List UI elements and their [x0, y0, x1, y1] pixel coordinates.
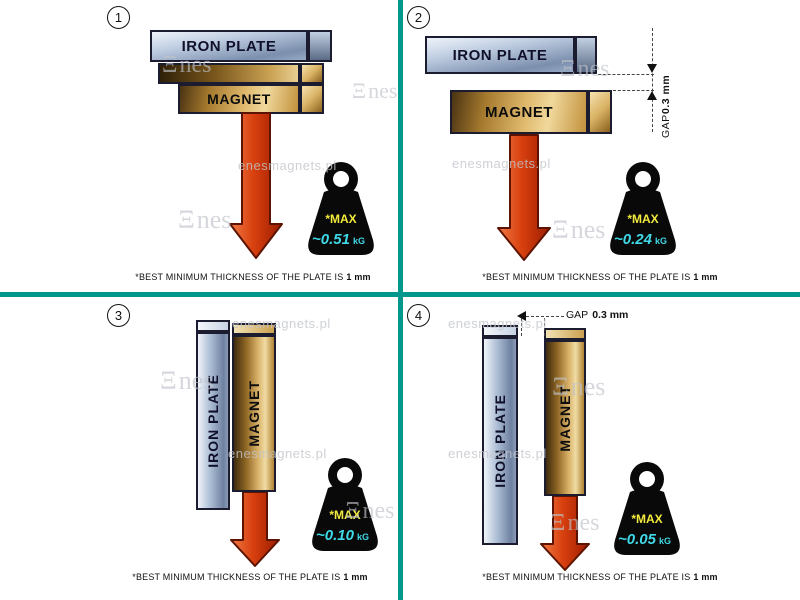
magnet-2: MAGNET: [450, 90, 588, 134]
magnet-4: MAGNET: [544, 340, 586, 496]
unit-label-1: kG: [353, 236, 365, 246]
iron-plate-1-label: IRON PLATE: [181, 37, 277, 55]
unit-label-2: kG: [655, 236, 667, 246]
magnet-4-topcap: [544, 328, 586, 340]
panel-3-number: 3: [107, 304, 130, 327]
site-watermark-5: enesmagnets.pl: [448, 316, 547, 331]
site-watermark-3: enesmagnets.pl: [232, 316, 331, 331]
iron-plate-2: IRON PLATE: [425, 36, 575, 74]
pull-force-arrow-1: [229, 112, 283, 259]
gap-4-extension-right: [544, 318, 545, 336]
iron-plate-1-endcap: [308, 30, 332, 62]
footnote-2-bold: 1 mm: [693, 272, 718, 282]
max-value-3: ~0.10: [316, 527, 355, 544]
panel-2-number: 2: [407, 6, 430, 29]
iron-plate-1: IRON PLATE: [150, 30, 308, 62]
enes-logo-watermark-4: Ξnes: [560, 56, 610, 82]
footnote-1-text: *BEST MINIMUM THICKNESS OF THE PLATE IS: [135, 272, 344, 282]
magnet-3: MAGNET: [232, 335, 276, 492]
magnet-2-endcap: [588, 90, 612, 134]
magnet-3-label: MAGNET: [246, 380, 262, 447]
gap-2-word: GAP: [660, 114, 672, 138]
footnote-2-text: *BEST MINIMUM THICKNESS OF THE PLATE IS: [482, 272, 691, 282]
iron-plate-3: IRON PLATE: [196, 332, 230, 510]
horizontal-divider: [0, 292, 800, 297]
gap-2-arrow-down: [647, 64, 657, 73]
panel-1-number: 1: [107, 6, 130, 29]
iron-plate-4-label: IRON PLATE: [492, 394, 508, 488]
enes-logo-watermark-8: Ξnes: [552, 372, 606, 401]
gap-4-arrow-left: [517, 311, 526, 321]
magnet-1-topcap: [300, 63, 324, 84]
enes-logo-watermark-9: Ξnes: [550, 510, 600, 536]
max-label-2: *MAX: [627, 212, 658, 226]
site-watermark-6: enesmagnets.pl: [448, 446, 547, 461]
gap-2-arrow-up: [647, 91, 657, 100]
site-watermark-4: enesmagnets.pl: [228, 446, 327, 461]
gap-4-leader: [526, 316, 564, 317]
pull-force-arrow-3: [230, 492, 280, 567]
gap-2-leader-top: [598, 74, 654, 75]
magnet-3-topcap: [232, 323, 276, 335]
max-label-4: *MAX: [631, 512, 662, 526]
panel-4-number: 4: [407, 304, 430, 327]
site-watermark-2: enesmagnets.pl: [452, 156, 551, 171]
enes-logo-watermark-6: Ξnes: [160, 366, 214, 395]
magnet-2-label: MAGNET: [485, 103, 553, 121]
enes-logo-watermark-3: Ξnes: [352, 78, 398, 103]
gap-4-value: 0.3 mm: [592, 309, 629, 321]
weight-kettlebell-4: *MAX ~0.05 kG: [614, 462, 680, 555]
gap-4-extension-left: [521, 318, 522, 336]
weight-kettlebell-1: *MAX ~0.51 kG: [308, 162, 374, 255]
enes-logo-watermark-5: Ξnes: [552, 215, 606, 244]
footnote-4-text: *BEST MINIMUM THICKNESS OF THE PLATE IS: [482, 572, 691, 582]
magnet-1-endcap: [300, 84, 324, 114]
vertical-divider: [398, 0, 403, 600]
weight-kettlebell-3: *MAX ~0.10 kG: [312, 458, 378, 551]
gap-4-word: GAP: [566, 309, 589, 321]
weight-kettlebell-2: *MAX ~0.24 kG: [610, 162, 676, 255]
footnote-1-bold: 1 mm: [346, 272, 371, 282]
footnote-3-bold: 1 mm: [343, 572, 368, 582]
unit-label-4: kG: [659, 536, 671, 546]
unit-label-3: kG: [357, 532, 369, 542]
max-value-4: ~0.05: [618, 531, 657, 548]
enes-logo-watermark-2: Ξnes: [178, 205, 232, 234]
gap-2-leader-bottom: [613, 90, 654, 91]
gap-2-label: GAP0.3 mm: [660, 42, 672, 138]
iron-plate-2-label: IRON PLATE: [452, 46, 548, 64]
magnet-1-label: MAGNET: [207, 91, 271, 107]
magnet-1: MAGNET: [178, 84, 300, 114]
pull-force-arrow-2: [497, 134, 551, 261]
iron-plate-4: IRON PLATE: [482, 337, 518, 545]
iron-plate-3-topcap: [196, 320, 230, 332]
footnote-3-text: *BEST MINIMUM THICKNESS OF THE PLATE IS: [132, 572, 341, 582]
footnote-4-bold: 1 mm: [693, 572, 718, 582]
site-watermark-1: enesmagnets.pl: [238, 158, 337, 173]
magnet-1-topface: [158, 63, 300, 84]
pull-force-arrow-4: [540, 496, 590, 571]
iron-plate-4-topcap: [482, 325, 518, 337]
gap-2-extension-line: [652, 28, 653, 132]
enes-logo-watermark-1: Ξnes: [162, 52, 212, 78]
gap-2-value: 0.3 mm: [660, 75, 672, 115]
enes-logo-watermark-7: Ξnes: [345, 498, 395, 524]
max-label-3: *MAX: [329, 508, 360, 522]
iron-plate-2-endcap: [575, 36, 597, 74]
max-value-2: ~0.24: [614, 231, 653, 248]
max-value-1: ~0.51: [312, 231, 350, 248]
max-label-1: *MAX: [325, 212, 356, 226]
